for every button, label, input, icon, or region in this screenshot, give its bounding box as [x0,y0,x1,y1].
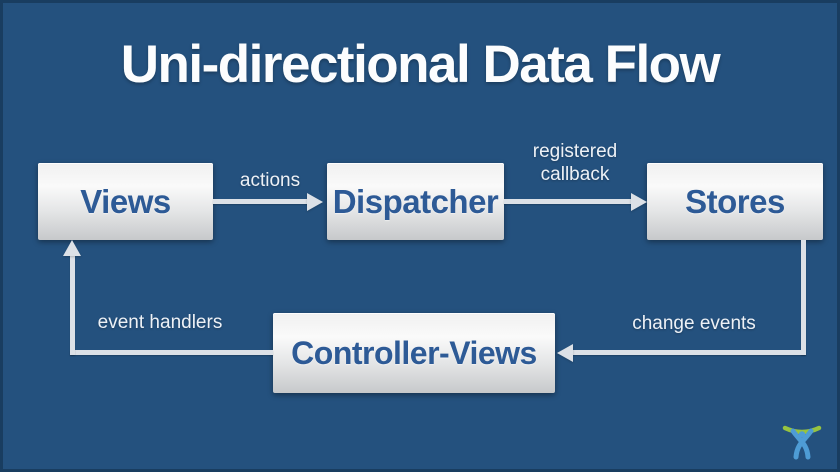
node-stores: Stores [647,163,823,240]
edge-label-event-handlers: event handlers [97,312,223,333]
edge-label-change-events: change events [632,313,756,334]
edge-line [70,350,273,355]
edge-line [213,199,309,204]
arrowhead-left-icon [557,344,573,362]
logo-figure [793,428,814,460]
node-views: Views [38,163,213,240]
node-stores-label: Stores [685,182,785,220]
atlassian-logo-icon [782,425,822,460]
edge-line [504,199,632,204]
node-controller-views: Controller-Views [273,313,555,393]
edge-line [70,255,75,355]
arrowhead-right-icon [307,193,323,211]
edge-label-registered-callback: registered callback [532,141,618,185]
edge-line [801,240,806,355]
logo-figure-head [798,431,806,438]
node-views-label: Views [80,182,171,220]
edge-line [573,350,806,355]
slide-title: Uni-directional Data Flow [120,35,721,94]
node-controller-views-label: Controller-Views [291,334,537,371]
edge-label-actions: actions [239,170,301,191]
arrowhead-up-icon [63,240,81,256]
node-dispatcher: Dispatcher [327,163,504,240]
arrowhead-right-icon [631,193,647,211]
node-dispatcher-label: Dispatcher [332,182,499,220]
